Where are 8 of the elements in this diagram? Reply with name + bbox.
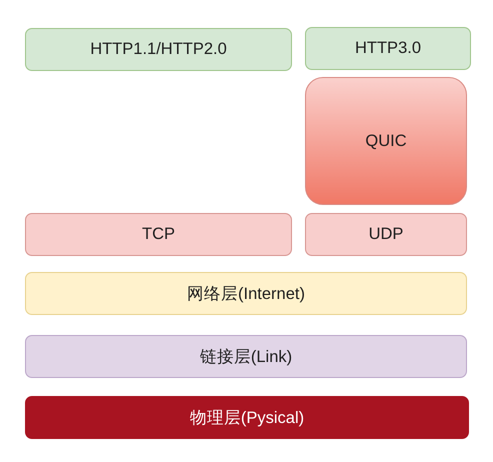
protocol-box: QUIC bbox=[305, 77, 467, 205]
protocol-box: UDP bbox=[305, 213, 467, 256]
protocol-box: 链接层(Link) bbox=[25, 335, 467, 378]
protocol-box: 网络层(Internet) bbox=[25, 272, 467, 315]
protocol-box: HTTP1.1/HTTP2.0 bbox=[25, 28, 292, 71]
protocol-box: 物理层(Pysical) bbox=[25, 396, 469, 439]
protocol-box: HTTP3.0 bbox=[305, 27, 471, 70]
protocol-box: TCP bbox=[25, 213, 292, 256]
